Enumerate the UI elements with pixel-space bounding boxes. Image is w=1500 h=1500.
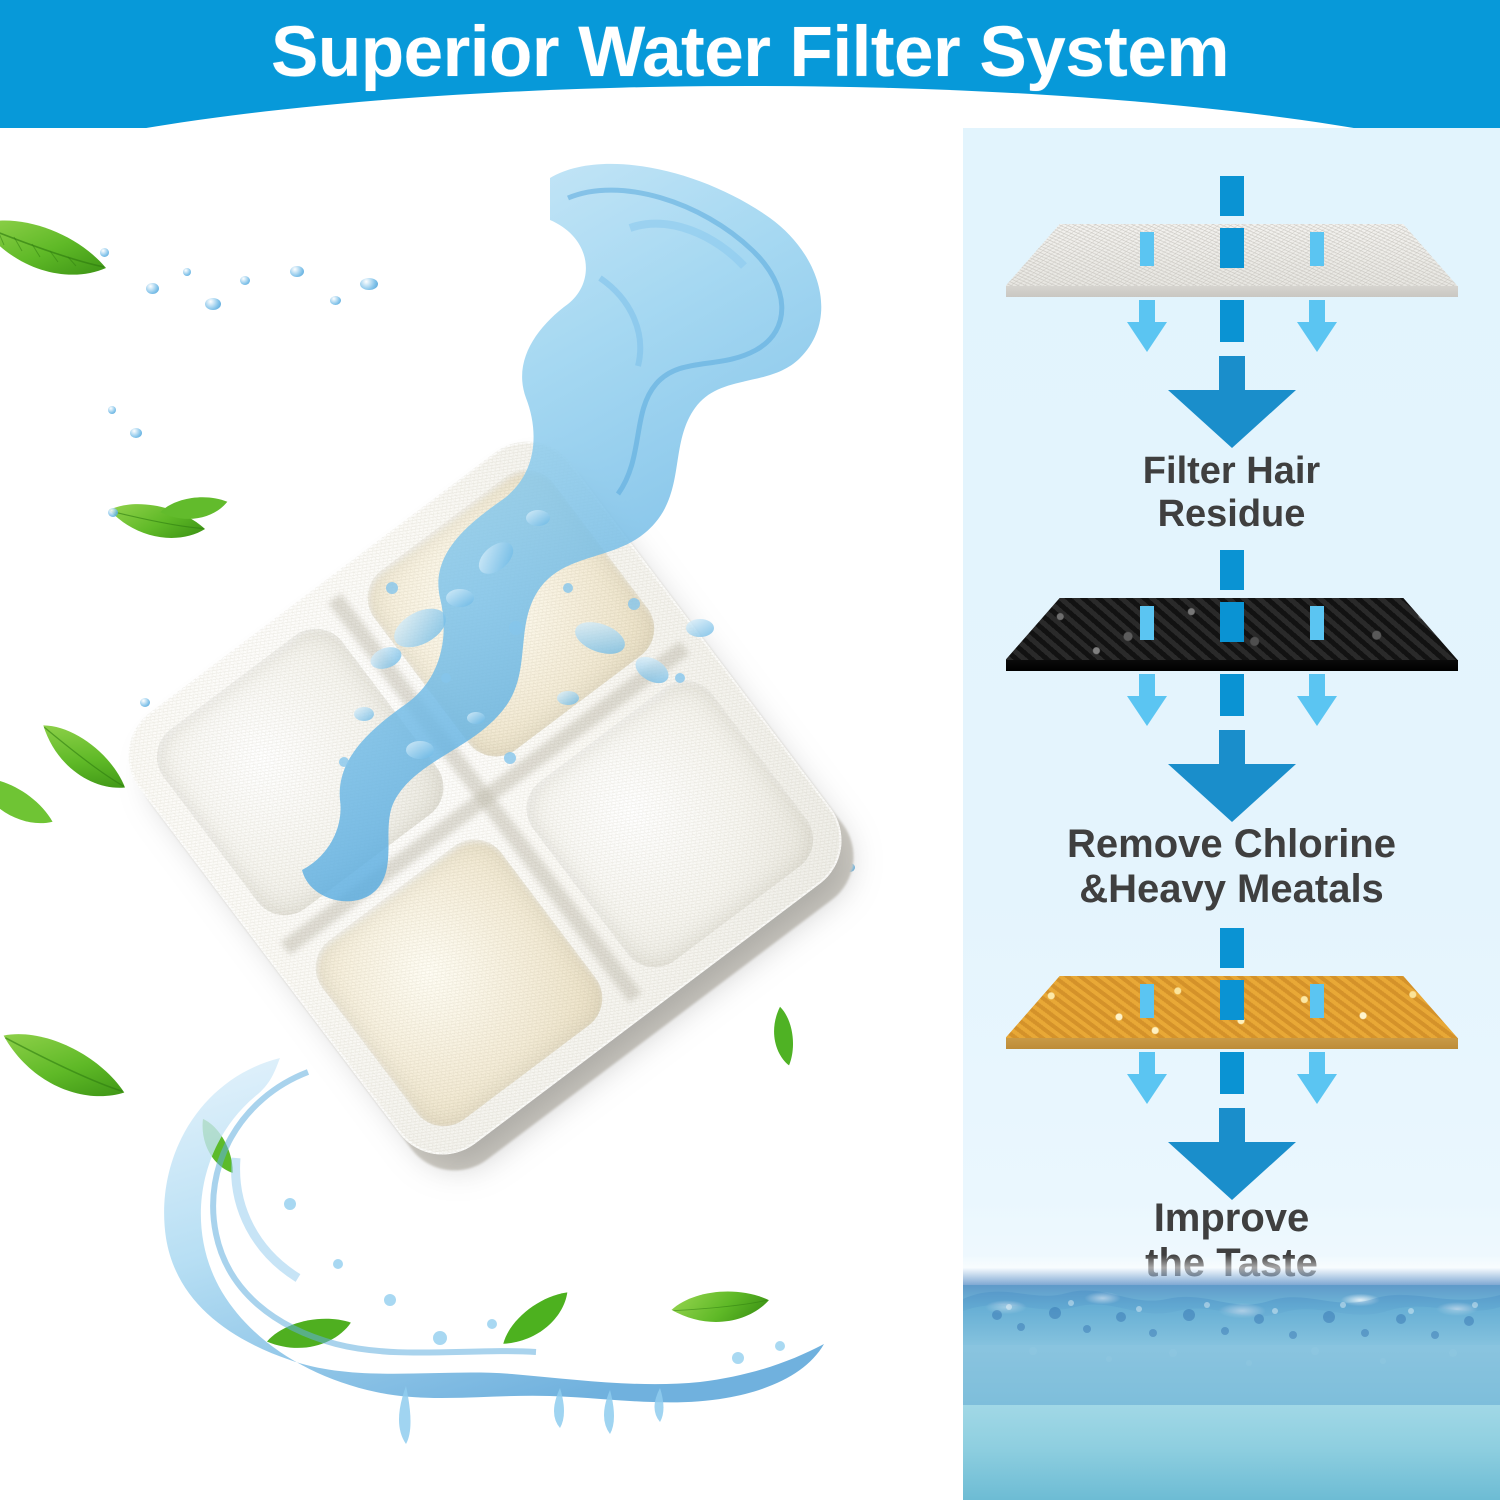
green-leaf-icon (43, 725, 125, 788)
arrow-head (1167, 390, 1296, 448)
flow-dash (1219, 176, 1244, 216)
water-droplet-icon (290, 266, 304, 277)
flow-hole-center (1219, 980, 1244, 1020)
small-flow-arrow-right (1296, 300, 1337, 352)
flow-dash (1219, 674, 1244, 716)
flow-hole-left (1139, 984, 1154, 1018)
flow-hole-left (1139, 606, 1154, 640)
arrow-stem (1308, 1052, 1325, 1076)
small-flow-arrow-left (1126, 1052, 1167, 1104)
flow-hole-right (1309, 606, 1324, 640)
water-droplet-icon (183, 268, 191, 276)
caption-line: Residue (1157, 492, 1306, 535)
green-leaf-icon (0, 220, 106, 275)
green-leaf-icon (160, 497, 228, 519)
green-leaf-icon (3, 1034, 125, 1097)
green-leaf-icon (774, 1006, 794, 1066)
small-flow-arrow-right (1296, 1052, 1337, 1104)
layer-edge (1005, 286, 1458, 297)
filter-pad-product (0, 266, 963, 1330)
flow-hole-right (1309, 984, 1324, 1018)
water-surface (963, 1255, 1500, 1345)
water-droplet-icon (108, 508, 118, 517)
green-leaf-icon (109, 504, 206, 538)
big-flow-arrow (1167, 730, 1296, 822)
arrow-head (1296, 322, 1337, 352)
caption-line: Remove Chlorine (1067, 822, 1396, 866)
water-droplet-icon (330, 296, 341, 305)
caption-stage-2: Remove Chlorine &Heavy Meatals (963, 822, 1500, 912)
water-droplet-icon (130, 428, 142, 438)
caption-line: &Heavy Meatals (1079, 866, 1384, 911)
green-leaf-icon (266, 1318, 351, 1348)
flow-hole-left (1139, 232, 1154, 266)
page-title: Superior Water Filter System (271, 12, 1229, 92)
product-photo-panel (0, 128, 963, 1500)
flow-dash (1219, 1052, 1244, 1094)
caption-line: Improve (1153, 1196, 1310, 1240)
flow-hole-center (1219, 228, 1244, 268)
filtered-water-tank (963, 1255, 1500, 1500)
caption-line: Filter Hair (1142, 450, 1321, 492)
water-droplet-icon (240, 276, 250, 285)
arrow-head (1296, 696, 1337, 726)
flow-dash (1219, 300, 1244, 342)
arrow-stem (1218, 356, 1245, 394)
layer-edge (1005, 660, 1458, 671)
water-bubbles (963, 1290, 1500, 1405)
arrow-stem (1308, 300, 1325, 324)
arrow-head (1126, 1074, 1167, 1104)
water-droplet-icon (146, 283, 159, 294)
flow-dash (1219, 928, 1244, 968)
arrow-head (1126, 322, 1167, 352)
arrow-stem (1218, 730, 1245, 768)
flow-dash (1219, 550, 1244, 590)
caption-stage-1: Filter Hair Residue (963, 450, 1500, 535)
green-leaf-icon (0, 778, 53, 824)
layer-edge (1005, 1038, 1458, 1049)
arrow-head (1167, 764, 1296, 822)
green-leaf-icon (202, 1118, 233, 1173)
arrow-stem (1218, 1108, 1245, 1146)
water-droplet-icon (360, 278, 378, 290)
arrow-stem (1308, 674, 1325, 698)
pad-fiber-texture (106, 419, 864, 1177)
filtration-flow-diagram: Filter Hair Residue Remove Chlorine (963, 128, 1500, 1285)
water-droplet-icon (205, 298, 221, 310)
small-flow-arrow-left (1126, 300, 1167, 352)
water-droplet-icon (140, 698, 150, 707)
pad-body (106, 419, 864, 1177)
filtration-diagram-panel: Filter Hair Residue Remove Chlorine (963, 128, 1500, 1500)
small-flow-arrow-left (1126, 674, 1167, 726)
arrow-stem (1138, 674, 1155, 698)
arrow-head (1167, 1142, 1296, 1200)
arrow-head (1126, 696, 1167, 726)
small-flow-arrow-right (1296, 674, 1337, 726)
water-droplet-icon (100, 248, 109, 257)
arrow-stem (1138, 1052, 1155, 1076)
green-leaf-icon (671, 1291, 769, 1322)
header-banner: Superior Water Filter System (0, 0, 1500, 128)
big-flow-arrow (1167, 356, 1296, 448)
big-flow-arrow (1167, 1108, 1296, 1200)
flow-hole-right (1309, 232, 1324, 266)
arrow-stem (1138, 300, 1155, 324)
arrow-head (1296, 1074, 1337, 1104)
green-leaf-icon (503, 1292, 568, 1344)
water-droplet-icon (108, 406, 116, 414)
flow-hole-center (1219, 602, 1244, 642)
